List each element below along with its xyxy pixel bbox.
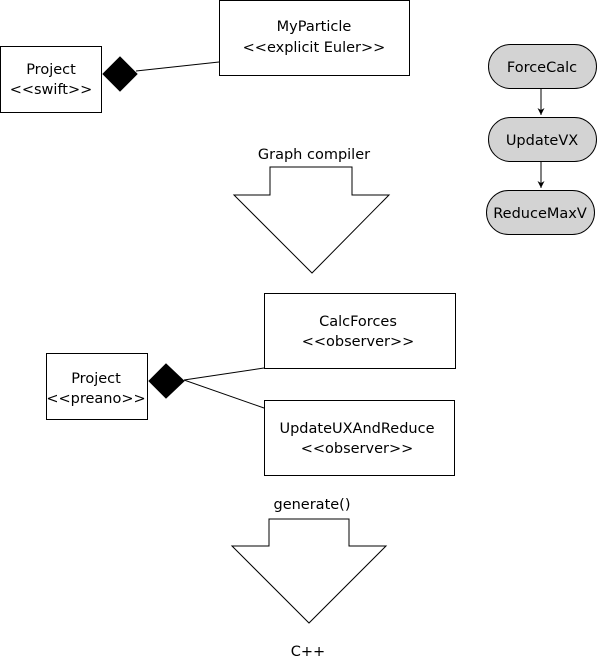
top-project-name: Project <box>26 62 76 78</box>
middle-composition-diamond <box>148 363 185 399</box>
calcforces-name: CalcForces <box>319 314 397 330</box>
composition-line-updateux <box>183 379 265 409</box>
updateux-stereotype: <<observer>> <box>301 441 414 457</box>
top-composition-line <box>135 61 220 72</box>
calcforces-stereotype: <<observer>> <box>302 334 415 350</box>
graph-node-label: ForceCalc <box>507 60 577 76</box>
graph-node-forcecalc[interactable]: ForceCalc <box>488 44 597 89</box>
updateux-box[interactable]: UpdateUXAndReduce <<observer>> <box>264 400 455 476</box>
myparticle-box[interactable]: MyParticle <<explicit Euler>> <box>219 0 410 76</box>
top-project-stereotype: <<swift>> <box>10 82 93 98</box>
top-composition-diamond <box>102 56 138 92</box>
generate-arrow <box>230 518 388 624</box>
calcforces-box[interactable]: CalcForces <<observer>> <box>264 293 456 369</box>
myparticle-stereotype: <<explicit Euler>> <box>243 40 386 56</box>
updateux-name: UpdateUXAndReduce <box>279 421 434 437</box>
output-label: C++ <box>291 644 325 657</box>
graph-compiler-arrow <box>232 166 391 274</box>
myparticle-name: MyParticle <box>277 19 352 35</box>
composition-line-calcforces <box>183 367 265 381</box>
graph-node-reducemaxv[interactable]: ReduceMaxV <box>486 190 595 235</box>
graph-node-updatevx[interactable]: UpdateVX <box>488 117 597 162</box>
graph-compiler-label: Graph compiler <box>258 147 370 163</box>
middle-project-box[interactable]: Project <<preano>> <box>46 353 148 420</box>
graph-node-label: UpdateVX <box>506 133 578 149</box>
generate-label: generate() <box>273 497 350 513</box>
top-project-box[interactable]: Project <<swift>> <box>0 46 102 113</box>
graph-node-label: ReduceMaxV <box>493 206 587 222</box>
middle-project-stereotype: <<preano>> <box>46 391 145 407</box>
middle-project-name: Project <box>71 371 121 387</box>
